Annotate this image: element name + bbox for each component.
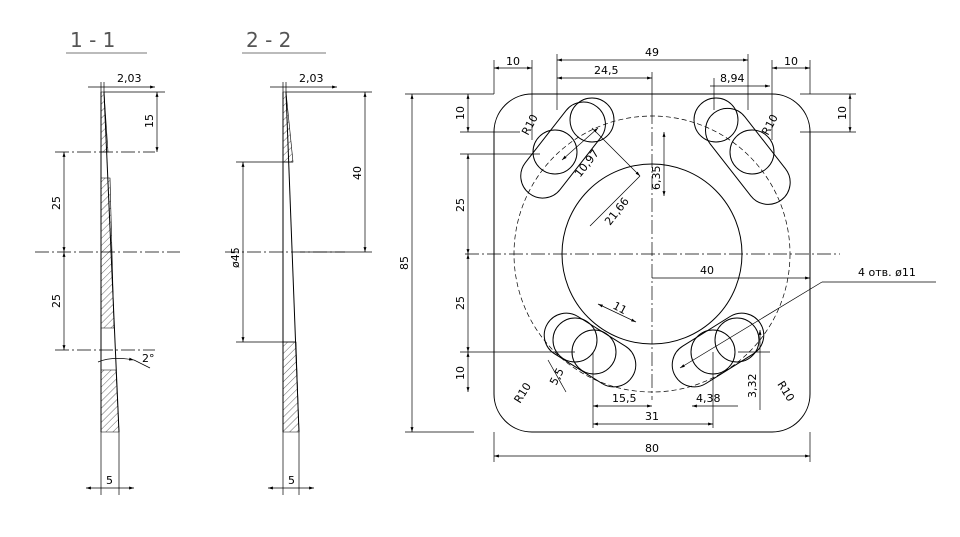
slot-top-left — [520, 97, 615, 199]
dim-radius-br: R10 — [774, 379, 796, 404]
dim-top-span: 49 — [645, 46, 659, 59]
dim-radius-tr: R10 — [759, 112, 781, 137]
dim-slot-offset: 8,94 — [720, 72, 745, 85]
dim-top-right-offset: 10 — [784, 55, 798, 68]
dim-s1-lower: 25 — [50, 294, 63, 308]
dim-left-top-10: 10 — [454, 106, 467, 120]
dim-left-bottom-10: 10 — [454, 366, 467, 380]
dim-s1-bottom-width: 5 — [106, 474, 113, 487]
dim-s1-upper: 25 — [50, 196, 63, 210]
profile2-segment-bottom — [282, 341, 300, 433]
dim-slot-vert: 6,35 — [650, 166, 663, 191]
section-2-title: 2 - 2 — [246, 28, 291, 52]
dim-slot-radius: 21,66 — [602, 195, 632, 228]
holes-note: 4 отв. ø11 — [858, 266, 916, 279]
dim-s1-top-len: 15 — [143, 114, 156, 128]
section-1-title: 1 - 1 — [70, 28, 115, 52]
dim-radius-bl: R10 — [512, 380, 534, 405]
dim-left-upper-25: 25 — [454, 198, 467, 212]
dim-s2-len: 40 — [351, 166, 364, 180]
dim-plate-height: 85 — [398, 256, 411, 270]
slot-bottom-left — [543, 312, 637, 388]
profile-segment-middle — [100, 177, 115, 329]
dim-left-lower-25: 25 — [454, 296, 467, 310]
dim-lower-slot-11: 11 — [611, 299, 629, 317]
dim-bottom-31: 31 — [645, 410, 659, 423]
dim-s2-top-width: 2,03 — [299, 72, 324, 85]
dim-s2-bottom-width: 5 — [288, 474, 295, 487]
dim-lower-slot-55: 5,5 — [547, 366, 567, 388]
section-1-1: 1 - 1 2,03 15 25 25 2° 5 — [35, 28, 180, 495]
dim-top-half: 24,5 — [594, 64, 619, 77]
slot-top-right — [693, 97, 791, 205]
section-2-2: 2 - 2 2,03 40 ø45 5 — [225, 28, 372, 495]
dim-top-left-offset: 10 — [506, 55, 520, 68]
dim-bottom-438: 4,38 — [696, 392, 721, 405]
dim-bottom-332: 3,32 — [746, 374, 759, 399]
plan-view: 85 80 10 49 24,5 8,94 10 10 10 — [398, 46, 936, 462]
dim-plate-width: 80 — [645, 442, 659, 455]
dim-radius-tl: R10 — [519, 112, 541, 137]
dim-right-top-10: 10 — [836, 106, 849, 120]
dim-s1-top-width: 2,03 — [117, 72, 142, 85]
dim-bore-radius: 40 — [700, 264, 714, 277]
dim-s1-angle: 2° — [142, 352, 155, 365]
dim-bottom-155: 15,5 — [612, 392, 637, 405]
dim-s2-dia: ø45 — [229, 247, 242, 268]
